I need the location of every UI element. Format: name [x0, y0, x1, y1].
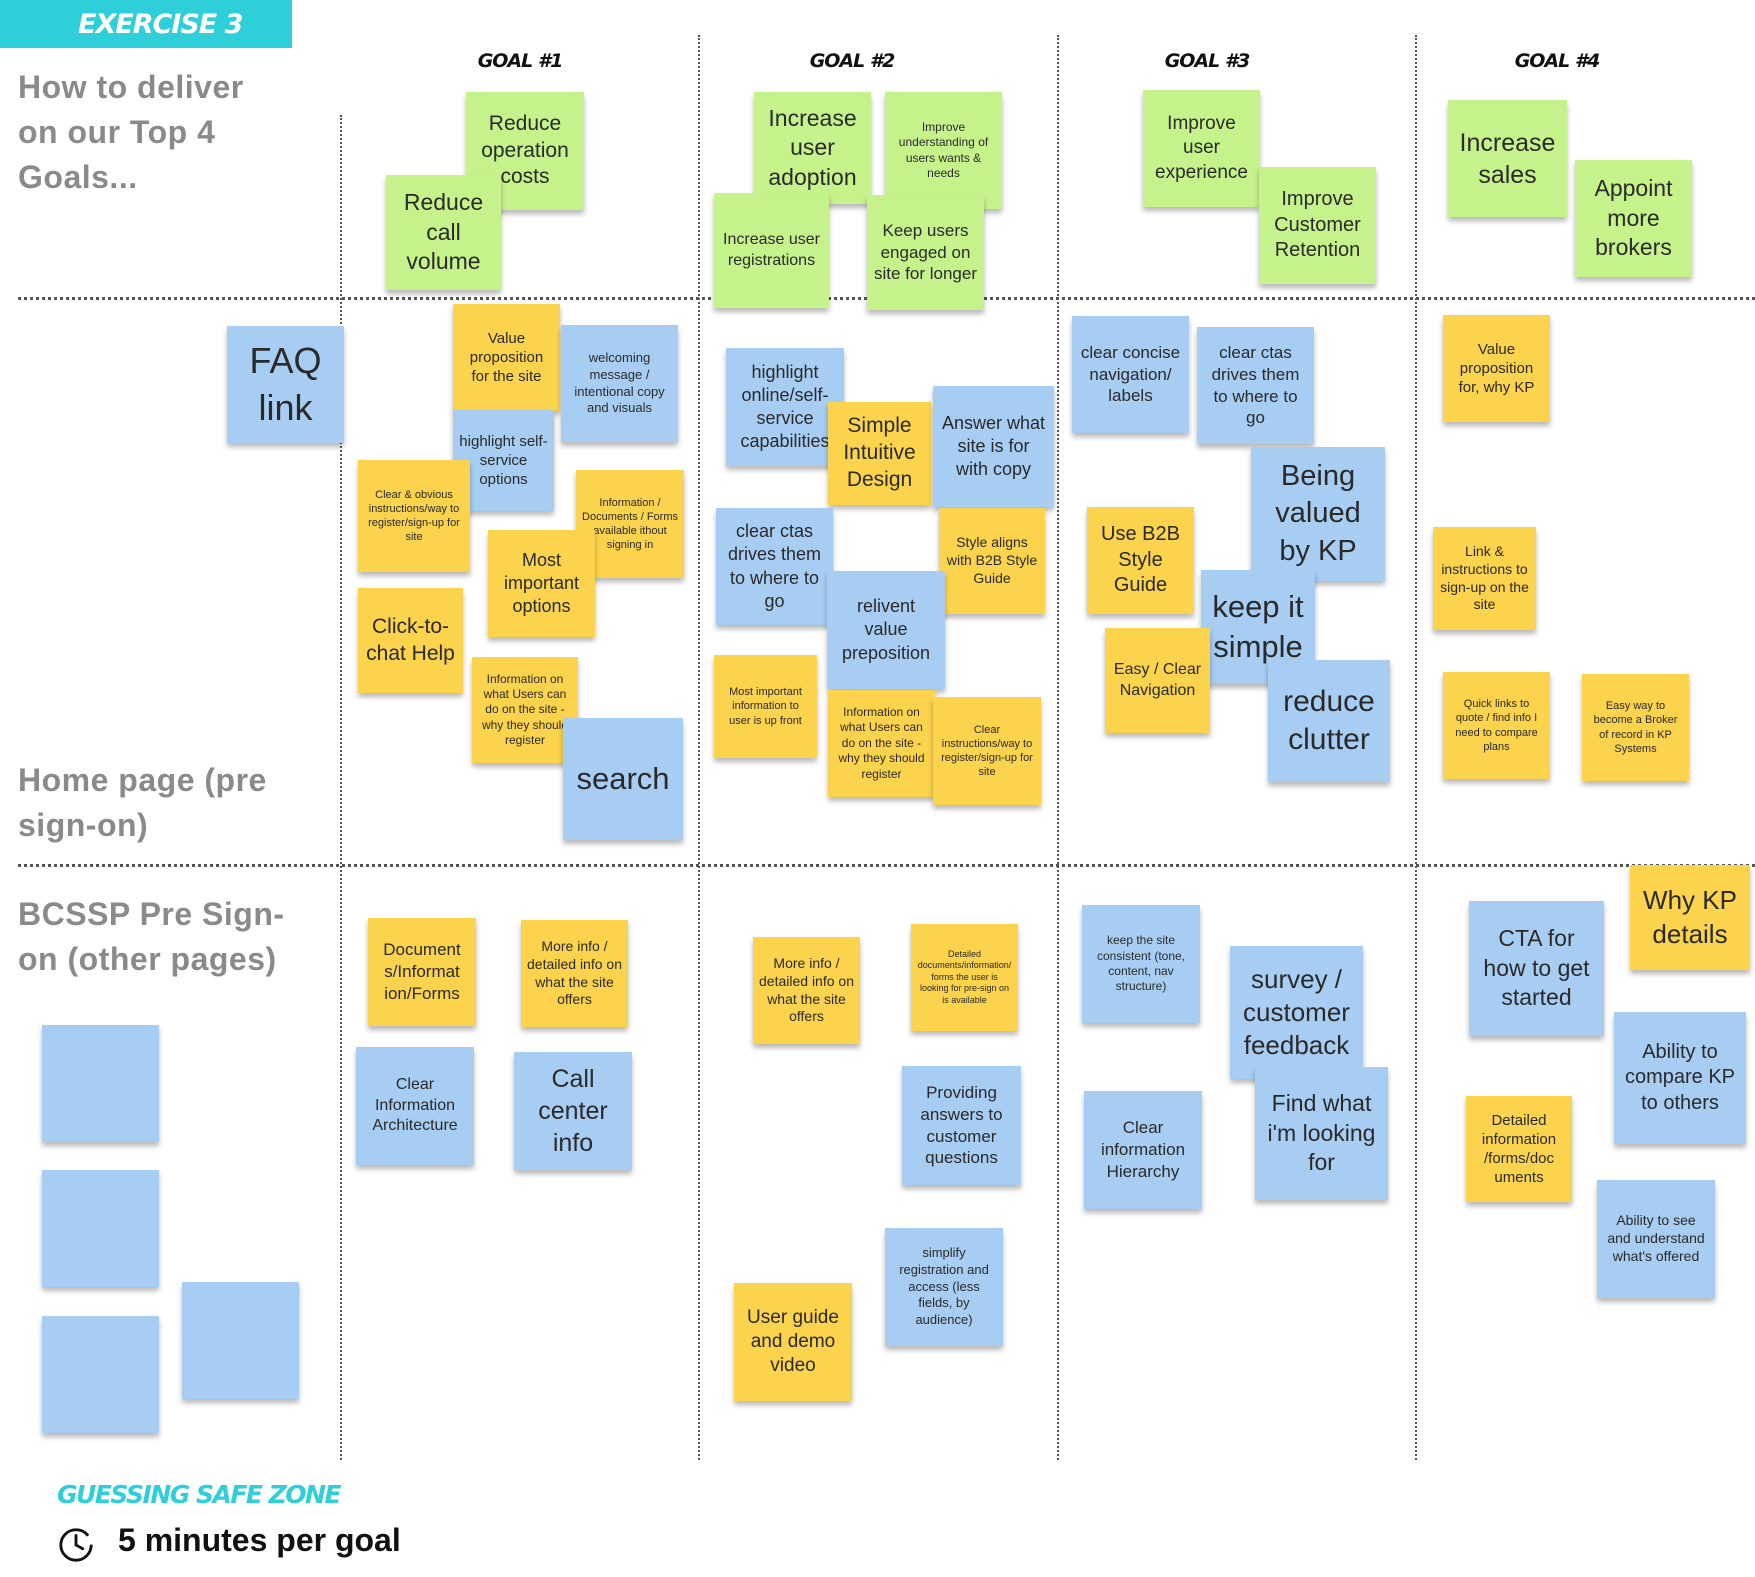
- sticky-note[interactable]: Most important information to user is up…: [714, 655, 817, 758]
- sticky-note[interactable]: Increase user registrations: [714, 193, 829, 308]
- sticky-note[interactable]: Style aligns with B2B Style Guide: [939, 508, 1045, 614]
- sticky-note[interactable]: More info / detailed info on what the si…: [521, 920, 628, 1027]
- sticky-note[interactable]: Most important options: [488, 530, 595, 637]
- sticky-note[interactable]: Value proposition for, why KP: [1443, 315, 1550, 422]
- sticky-note[interactable]: Detailed information /forms/doc uments: [1466, 1096, 1572, 1202]
- column-divider-4: [1415, 35, 1417, 1460]
- sticky-note[interactable]: survey / customer feedback: [1230, 946, 1363, 1079]
- sticky-note[interactable]: Ability to see and understand what's off…: [1597, 1180, 1715, 1298]
- sticky-note[interactable]: Increase sales: [1448, 100, 1567, 217]
- sticky-note[interactable]: Clear & obvious instructions/way to regi…: [358, 460, 470, 572]
- blank-sticky-note[interactable]: [42, 1170, 159, 1287]
- sticky-note[interactable]: relivent value preposition: [827, 571, 945, 689]
- row-divider-2: [18, 864, 1755, 867]
- sticky-note[interactable]: Easy / Clear Navigation: [1105, 628, 1210, 733]
- timer-label: 5 minutes per goal: [118, 1522, 401, 1558]
- sticky-note[interactable]: Keep users engaged on site for longer: [867, 195, 984, 310]
- sticky-note[interactable]: Improve understanding of users wants & n…: [885, 92, 1002, 209]
- goal-2-header: Goal #2: [809, 50, 896, 72]
- sticky-note[interactable]: Information on what Users can do on the …: [472, 657, 578, 763]
- sticky-note[interactable]: Why KP details: [1630, 865, 1750, 970]
- sticky-note[interactable]: FAQ link: [227, 326, 344, 443]
- sticky-note[interactable]: Quick links to quote / find info I need …: [1443, 672, 1550, 779]
- sticky-note[interactable]: clear ctas drives them to where to go: [716, 508, 833, 625]
- column-divider-1: [340, 115, 342, 1460]
- goal-3-header: Goal #3: [1164, 50, 1251, 72]
- sticky-note[interactable]: Easy way to become a Broker of record in…: [1582, 674, 1689, 781]
- goal-4-header: Goal #4: [1514, 50, 1601, 72]
- blank-sticky-note[interactable]: [42, 1025, 159, 1142]
- sticky-note[interactable]: Detailed documents/information/forms the…: [911, 924, 1018, 1031]
- row-label-other-pages: BCSSP Pre Sign-on (other pages): [18, 896, 285, 977]
- sticky-note[interactable]: Call center info: [514, 1052, 632, 1170]
- sticky-note[interactable]: keep the site consistent (tone, content,…: [1082, 905, 1200, 1023]
- sticky-note[interactable]: Answer what site is for with copy: [933, 386, 1054, 507]
- blank-sticky-note[interactable]: [182, 1282, 299, 1399]
- sticky-note[interactable]: Clear information Hierarchy: [1084, 1091, 1202, 1209]
- sticky-note[interactable]: Click-to-chat Help: [358, 588, 463, 693]
- sticky-note[interactable]: Ability to compare KP to others: [1614, 1012, 1746, 1144]
- column-divider-2: [698, 35, 700, 1460]
- sticky-note[interactable]: Find what i'm looking for: [1255, 1067, 1388, 1200]
- sticky-note[interactable]: Increase user adoption: [754, 92, 871, 204]
- sticky-note[interactable]: clear concise navigation/ labels: [1072, 316, 1189, 433]
- sticky-note[interactable]: simplify registration and access (less f…: [885, 1228, 1003, 1346]
- sticky-note[interactable]: Improve user experience: [1143, 90, 1260, 207]
- sticky-note[interactable]: Improve Customer Retention: [1259, 167, 1376, 284]
- sticky-note[interactable]: search: [563, 718, 683, 840]
- sticky-note[interactable]: Clear instructions/way to register/sign-…: [933, 697, 1041, 805]
- column-divider-3: [1057, 35, 1059, 1460]
- timer-icon: [59, 1528, 93, 1562]
- sticky-note[interactable]: Link & instructions to sign-up on the si…: [1433, 527, 1536, 630]
- sticky-note[interactable]: Reduce call volume: [386, 175, 501, 290]
- blank-sticky-note[interactable]: [42, 1316, 159, 1433]
- row-label-goals: How to deliver on our Top 4 Goals...: [18, 69, 244, 195]
- sticky-note[interactable]: Use B2B Style Guide: [1087, 507, 1194, 614]
- goal-1-header: Goal #1: [477, 50, 564, 72]
- sticky-note[interactable]: Appoint more brokers: [1575, 160, 1692, 277]
- exercise-banner: Exercise 3: [0, 0, 292, 48]
- sticky-note[interactable]: Providing answers to customer questions: [902, 1066, 1021, 1185]
- sticky-note[interactable]: User guide and demo video: [734, 1283, 852, 1401]
- sticky-note[interactable]: welcoming message / intentional copy and…: [561, 325, 678, 442]
- sticky-note[interactable]: highlight online/self-service capabiliti…: [726, 348, 844, 466]
- sticky-note[interactable]: More info / detailed info on what the si…: [753, 937, 860, 1044]
- sticky-note[interactable]: Being valued by KP: [1251, 447, 1385, 581]
- sticky-note[interactable]: highlight self-service options: [453, 410, 554, 511]
- sticky-note[interactable]: Value proposition for the site: [453, 304, 560, 411]
- sticky-note[interactable]: reduce clutter: [1268, 660, 1390, 782]
- guessing-safe-zone-label: Guessing safe zone: [57, 1480, 342, 1509]
- sticky-note[interactable]: clear ctas drives them to where to go: [1197, 327, 1314, 444]
- sticky-note[interactable]: CTA for how to get started: [1469, 901, 1604, 1036]
- sticky-note[interactable]: Document s/Informat ion/Forms: [368, 918, 476, 1026]
- sticky-note[interactable]: Clear Information Architecture: [356, 1047, 474, 1165]
- sticky-note[interactable]: Simple Intuitive Design: [828, 402, 931, 505]
- row-label-home-page: Home page (pre sign-on): [18, 762, 267, 843]
- sticky-note[interactable]: Information on what Users can do on the …: [828, 690, 935, 797]
